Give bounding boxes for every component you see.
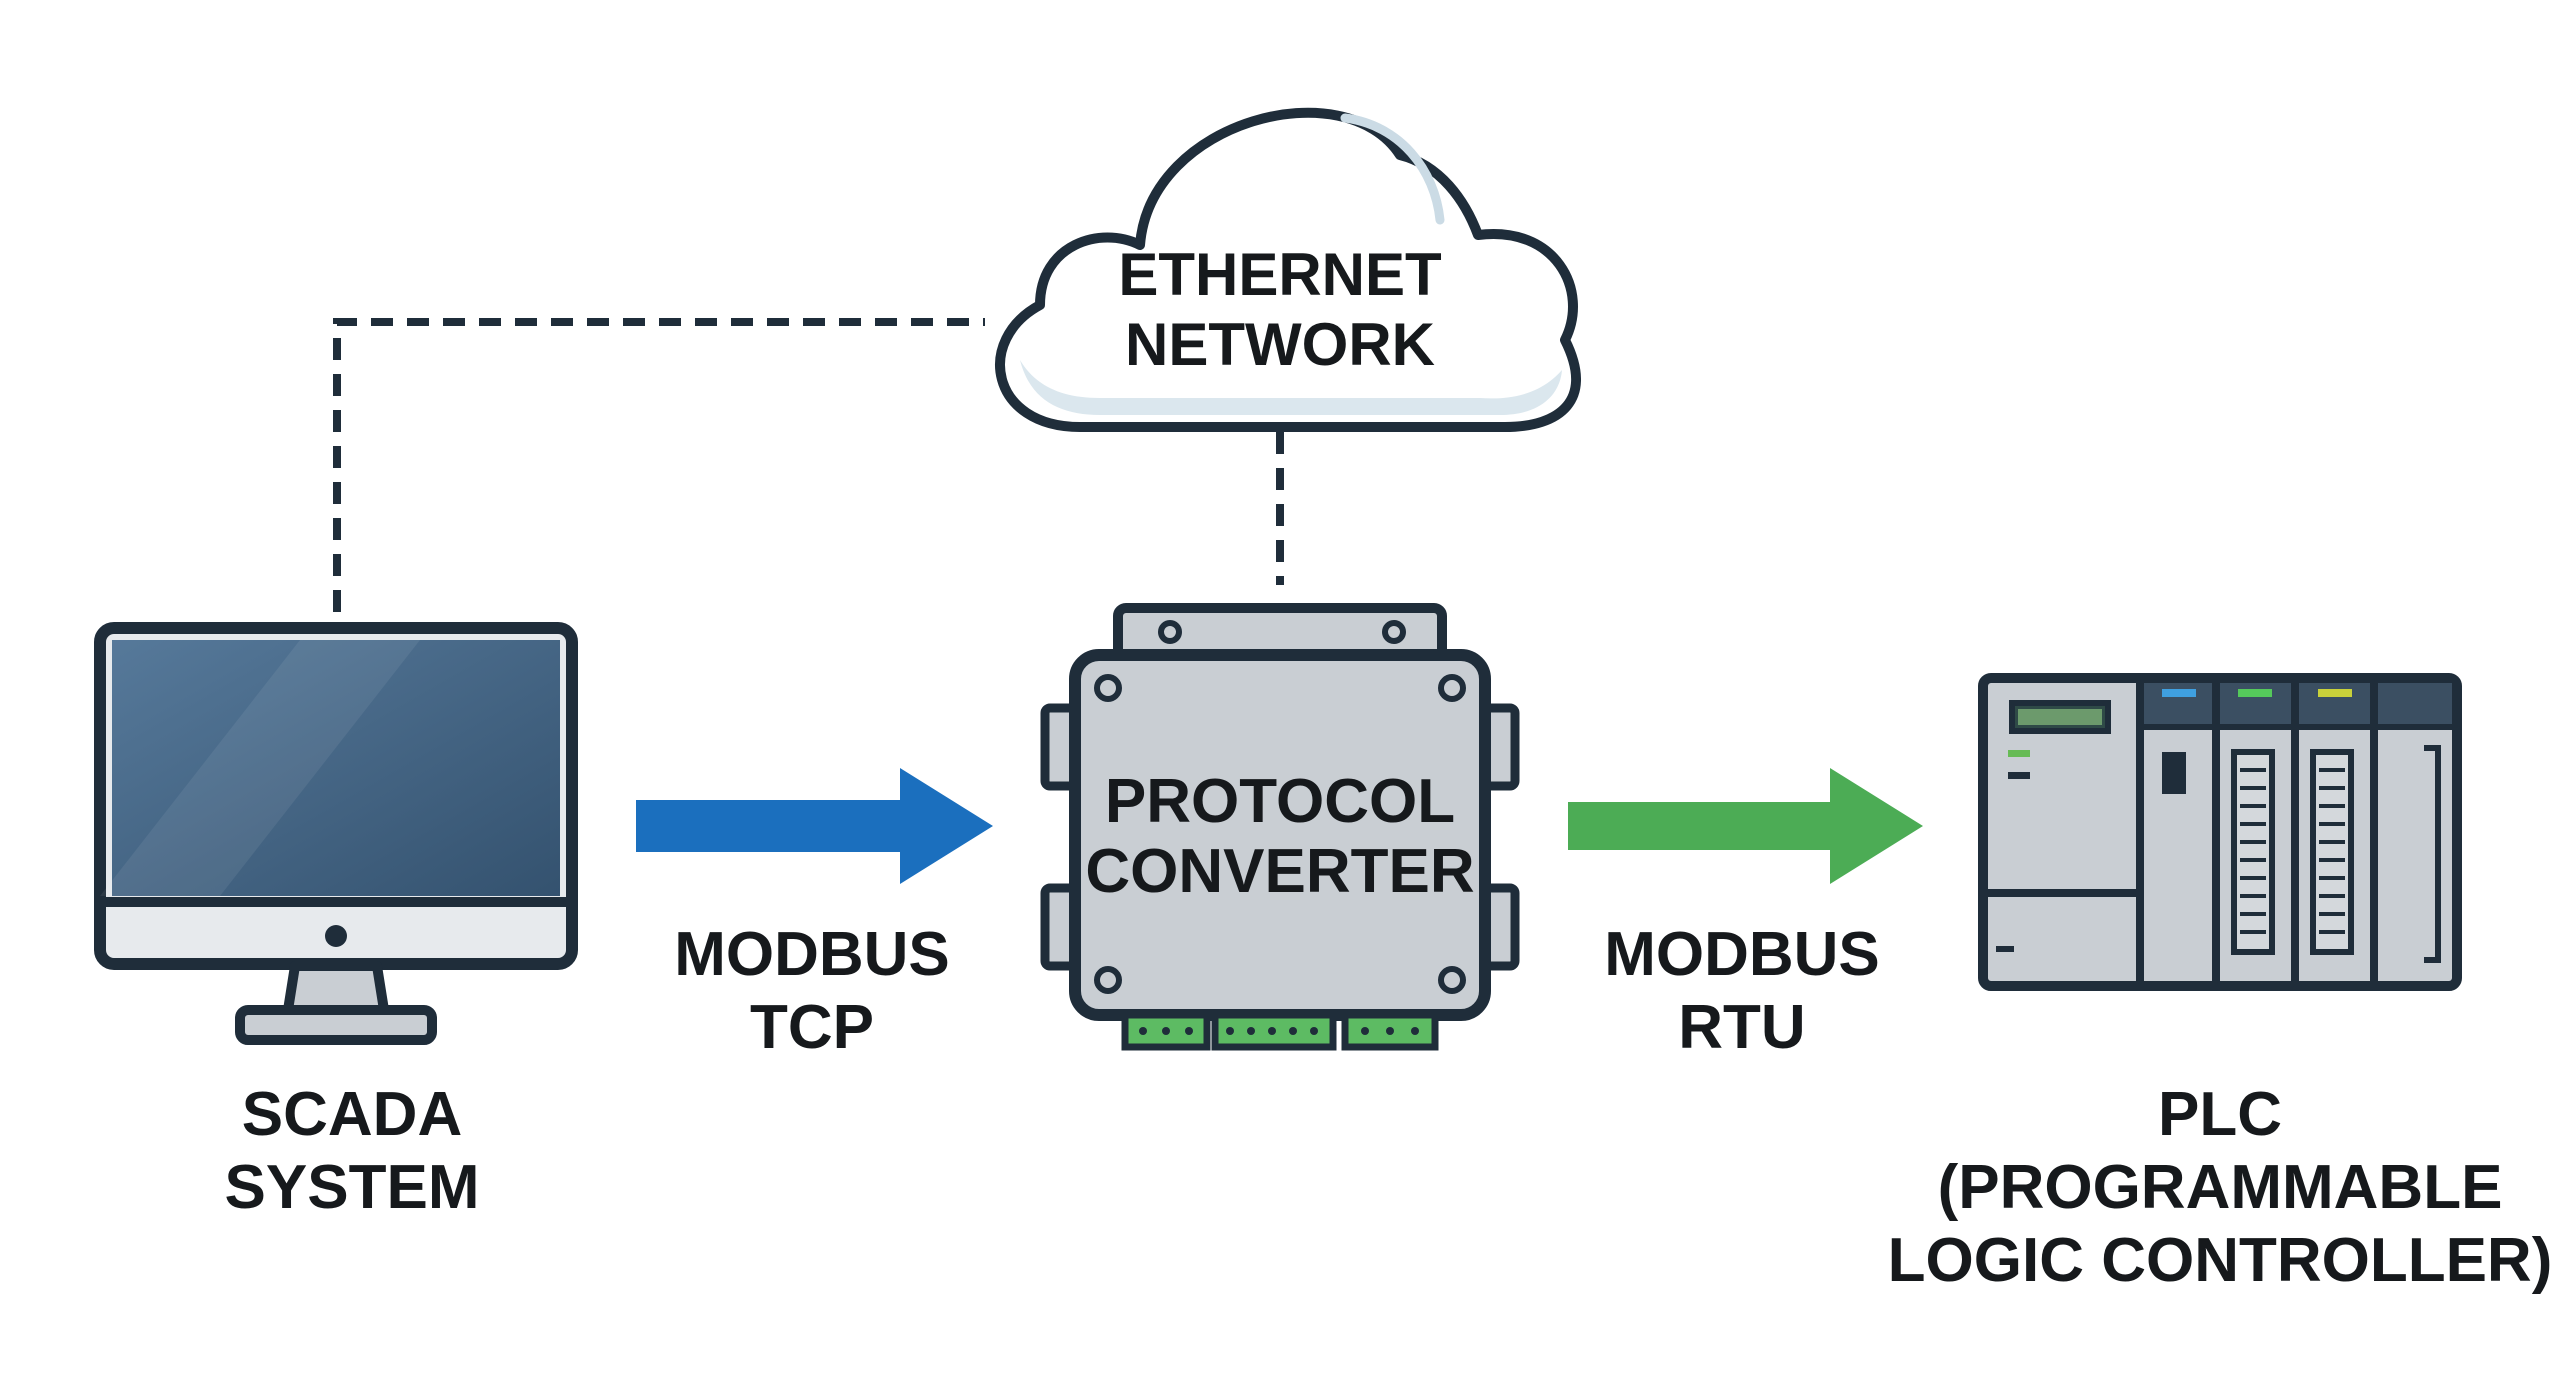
modbus-rtu-arrow <box>1568 768 1923 884</box>
plc-status-led-blue <box>2162 689 2196 697</box>
protocol-converter-device-icon <box>1040 603 1520 1051</box>
scada-label-line2: SYSTEM <box>225 1153 480 1222</box>
modbus-rtu-label-line2: RTU <box>1678 993 1805 1062</box>
modbus-tcp-label-line1: MODBUS <box>674 920 950 989</box>
plc-label-line1: PLC <box>2158 1080 2282 1149</box>
plc-status-led-yellow <box>2318 689 2352 697</box>
cloud-icon <box>995 107 1581 432</box>
cloud-label-line1: ETHERNET <box>1118 241 1441 308</box>
converter-label-line2: CONVERTER <box>1085 837 1474 906</box>
modbus-tcp-arrow <box>636 768 993 884</box>
modbus-tcp-label-line2: TCP <box>750 993 874 1062</box>
plc-rack-icon <box>1978 673 2462 991</box>
modbus-rtu-label-line1: MODBUS <box>1604 920 1880 989</box>
computer-monitor-icon <box>94 622 578 1045</box>
scada-network-dashed-link <box>333 318 985 612</box>
converter-label-line1: PROTOCOL <box>1105 767 1455 836</box>
plc-label-line2: (PROGRAMMABLE <box>1938 1153 2503 1222</box>
cloud-label-line2: NETWORK <box>1125 311 1435 378</box>
plc-status-led-green <box>2238 689 2272 697</box>
plc-label-line3: LOGIC CONTROLLER) <box>1888 1226 2553 1295</box>
scada-label-line1: SCADA <box>242 1080 462 1149</box>
